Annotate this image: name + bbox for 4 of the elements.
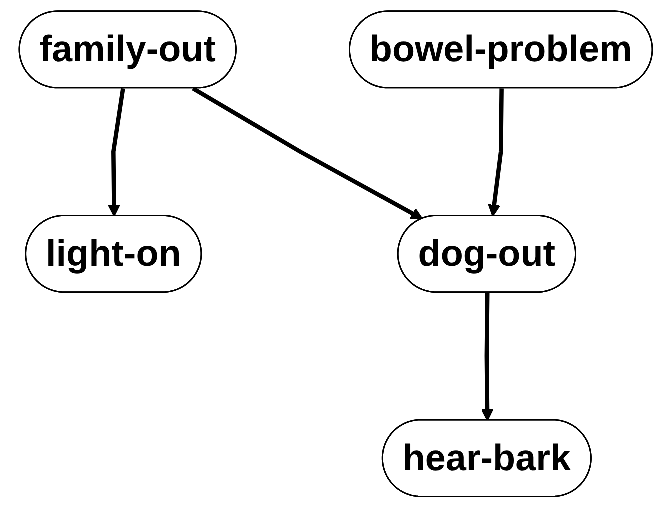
arrow — [488, 88, 504, 217]
arrow — [192, 86, 424, 220]
arrow — [108, 88, 126, 217]
arrow — [481, 293, 494, 422]
